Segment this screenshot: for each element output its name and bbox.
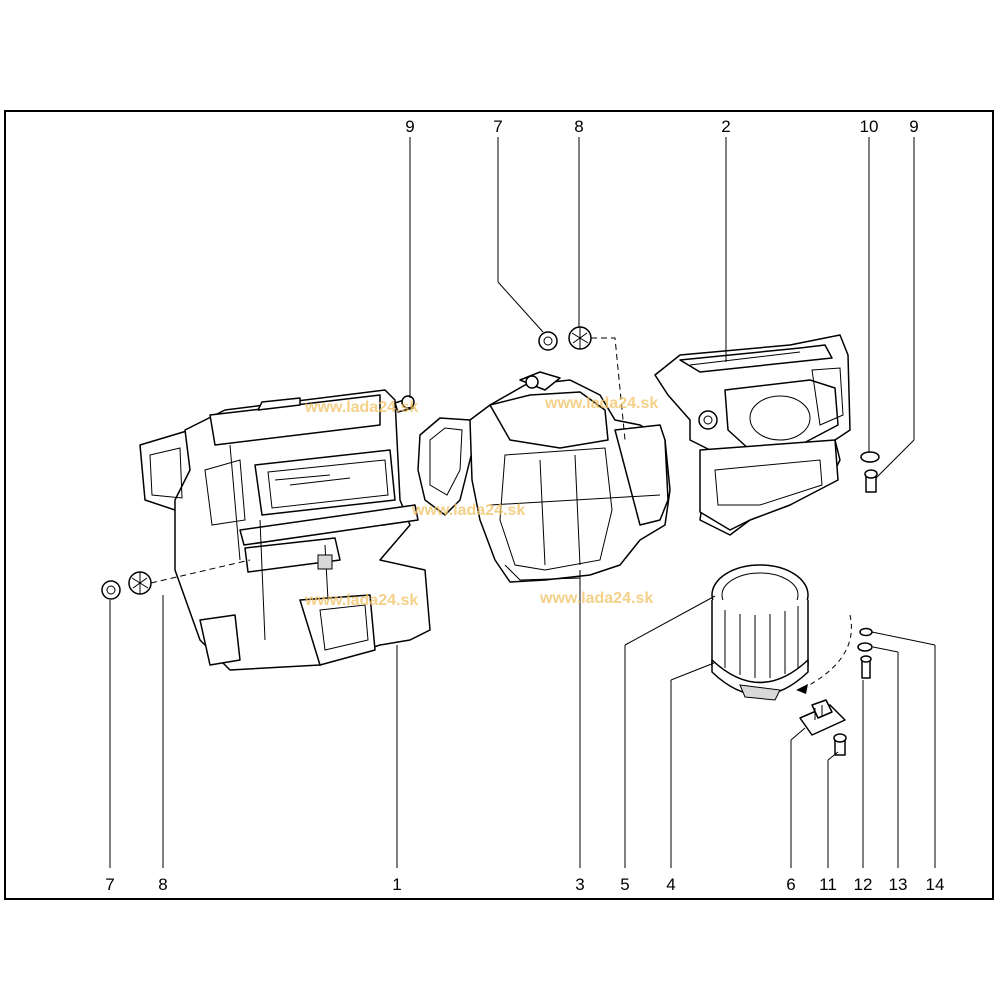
part-labels: 9 7 8 2 10 9 7 8 1 3 5 4 6 11 12 13 14 <box>105 117 944 894</box>
leader-lines <box>109 137 936 868</box>
label-4: 4 <box>666 875 675 894</box>
part-1-heater-housing <box>139 389 431 671</box>
watermark: www.lada24.sk <box>304 592 418 609</box>
part-4-blower-motor <box>711 564 809 701</box>
label-1: 1 <box>392 875 401 894</box>
part-6-resistor <box>799 699 846 736</box>
label-12: 12 <box>854 875 873 894</box>
watermarks: www.lada24.sk www.lada24.sk www.lada24.s… <box>304 395 658 609</box>
label-7-top: 7 <box>493 117 502 136</box>
fasteners <box>101 326 880 756</box>
part-3-distributor-housing <box>417 371 671 583</box>
label-8-top: 8 <box>574 117 583 136</box>
label-11: 11 <box>819 875 837 894</box>
label-14: 14 <box>926 875 945 894</box>
watermark: www.lada24.sk <box>539 590 653 607</box>
label-6: 6 <box>786 875 795 894</box>
label-7-bottom: 7 <box>105 875 114 894</box>
part-2-blower-casing <box>654 334 851 536</box>
watermark: www.lada24.sk <box>544 395 658 412</box>
label-5: 5 <box>620 875 629 894</box>
label-3: 3 <box>575 875 584 894</box>
diagram-frame <box>4 110 994 900</box>
label-9-right: 9 <box>909 117 918 136</box>
label-8-bottom: 8 <box>158 875 167 894</box>
watermark: www.lada24.sk <box>411 502 525 519</box>
watermark: www.lada24.sk <box>304 399 418 416</box>
label-9-top: 9 <box>405 117 414 136</box>
label-2: 2 <box>721 117 730 136</box>
label-13: 13 <box>889 875 908 894</box>
label-10: 10 <box>860 117 879 136</box>
